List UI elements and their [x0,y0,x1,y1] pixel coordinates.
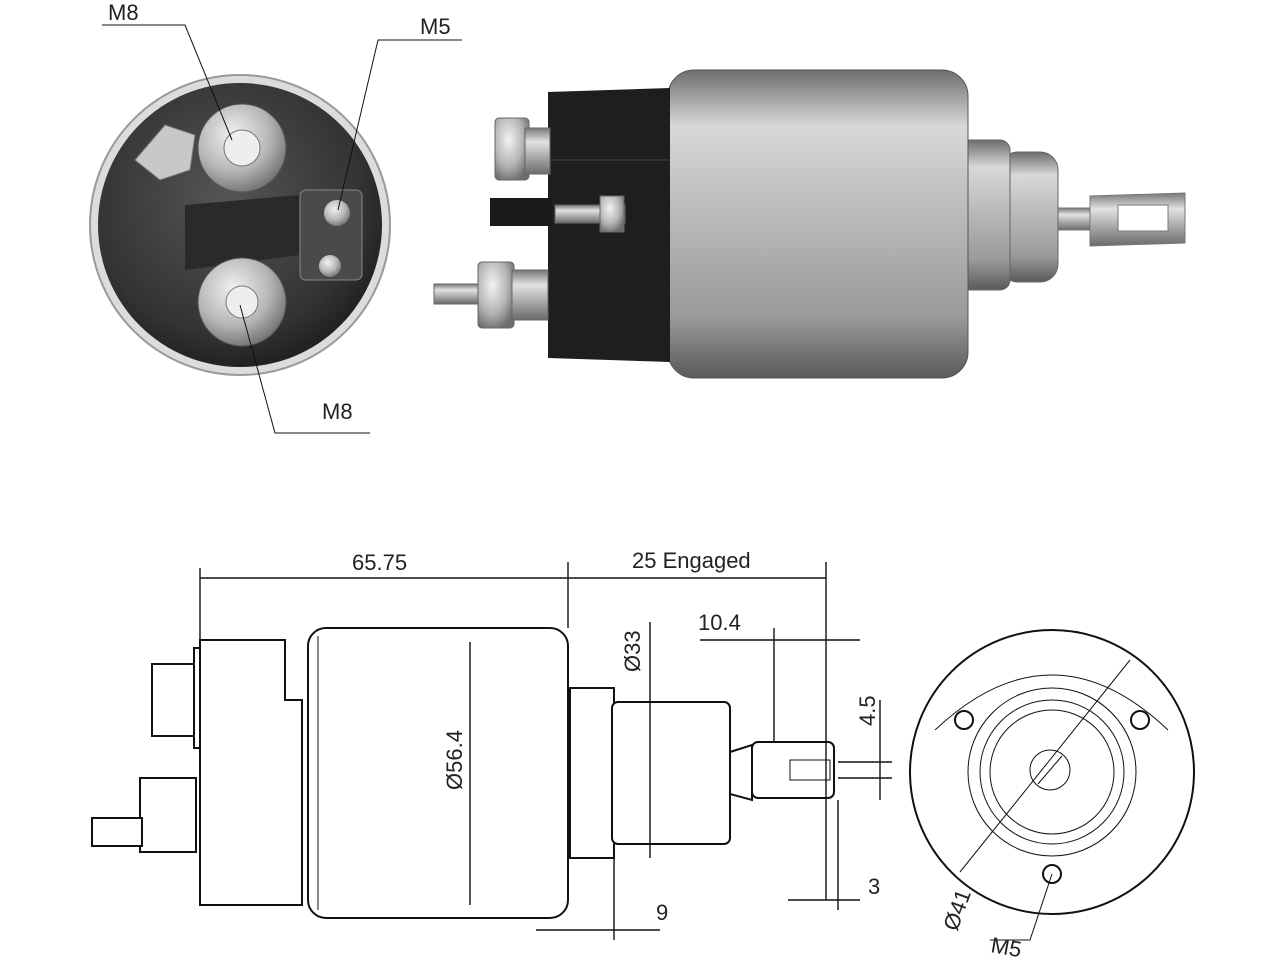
label-mount-thread: M5 [989,932,1023,960]
label-m8-bottom: M8 [322,399,353,424]
dim-boss-diameter: Ø33 [620,630,645,672]
dim-overall-length: 65.75 [352,550,407,575]
label-m5-side: M5 [420,14,451,39]
dim-body-diameter: Ø56.4 [442,730,467,790]
dim-bolt-circle: Ø41 [938,886,976,934]
dimension-lines [199,562,892,940]
m5-terminal-icon [324,200,350,226]
drawing-side-elevation [91,627,835,919]
drawing-end-view [909,629,1195,941]
photo-side-view [433,69,1186,379]
dim-tab-thickness: 3 [868,874,880,899]
label-m8-top: M8 [108,0,139,25]
photo-leaders [102,24,462,434]
dim-stroke-engaged: 25 Engaged [632,548,751,573]
photo-end-view [89,74,391,376]
dim-boss-length: 9 [656,900,668,925]
dim-tab-offset: 10.4 [698,610,741,635]
dim-slot-width: 4.5 [855,695,880,726]
